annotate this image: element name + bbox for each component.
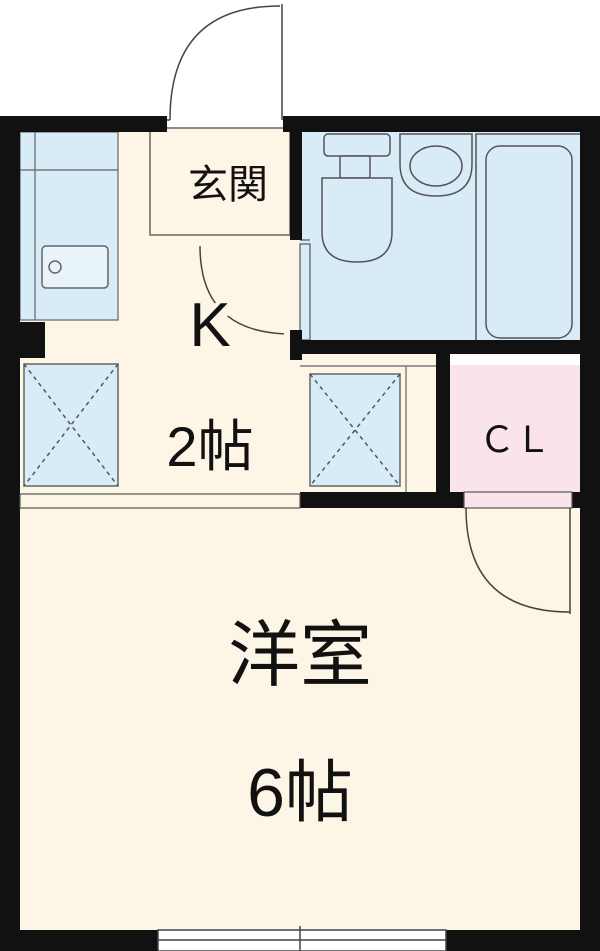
kitchen-counter <box>19 169 119 321</box>
entrance-floor <box>149 127 291 236</box>
window <box>157 926 447 951</box>
sink <box>41 245 109 289</box>
washbasin <box>399 133 473 197</box>
bath-door-swing <box>199 245 293 335</box>
toilet <box>321 133 393 263</box>
kitchen-size-label: 2帖 <box>166 415 253 478</box>
sink-drain <box>48 260 62 274</box>
western-room-size-label: 6帖 <box>247 755 353 831</box>
closet-door-swing <box>465 507 571 613</box>
walls <box>0 116 600 951</box>
western-room-label: 洋室 <box>228 616 372 696</box>
closet-label: ＣＬ <box>479 419 551 460</box>
bathtub <box>475 133 583 347</box>
western-room-floor <box>20 500 580 930</box>
entrance-label: 玄関 <box>188 163 268 207</box>
front-door-swing <box>169 5 281 121</box>
closet-floor <box>450 365 580 495</box>
kitchen-label: K <box>189 291 230 360</box>
storage-right <box>309 373 401 487</box>
